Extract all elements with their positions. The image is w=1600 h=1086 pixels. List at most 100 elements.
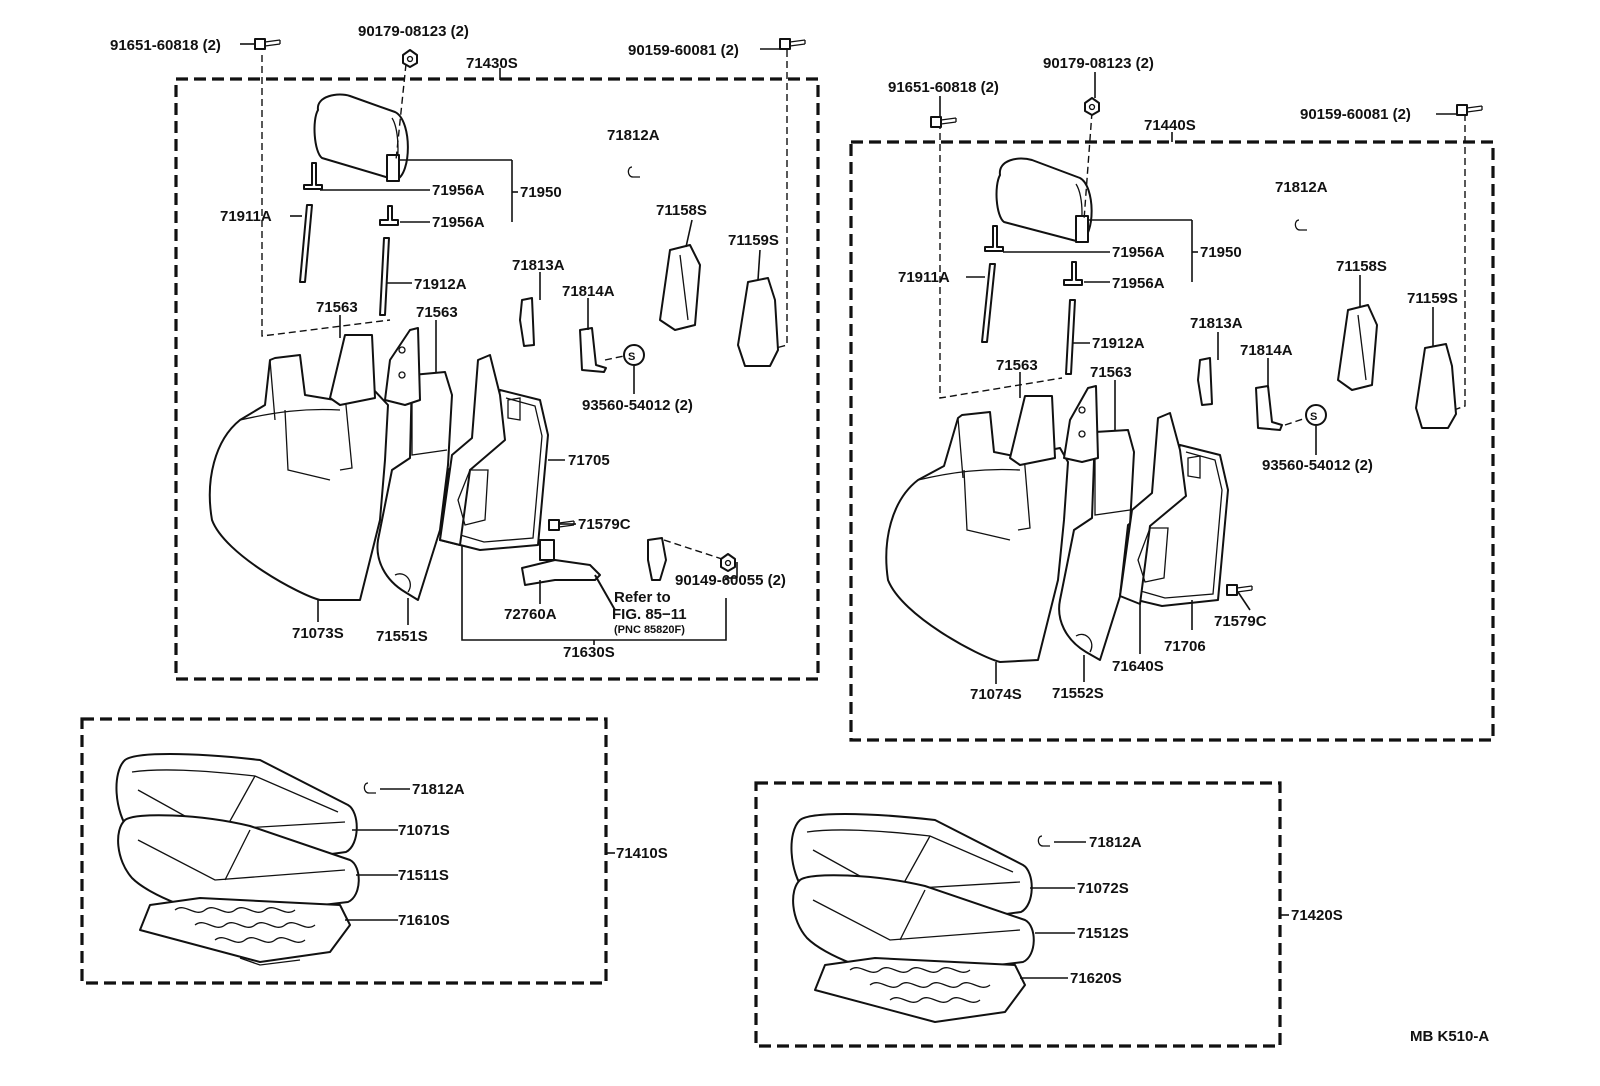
part-label: 71074S	[970, 686, 1022, 703]
part-label: 71813A	[1190, 315, 1243, 332]
part-label: 71158S	[656, 202, 707, 219]
part-label: 71956A	[432, 182, 485, 199]
part-label: 71812A	[412, 781, 465, 798]
part-label: Refer to	[614, 589, 671, 606]
part-label: 71420S	[1291, 907, 1343, 924]
bracket-part	[1255, 385, 1283, 431]
screw-marker-text: S	[1310, 411, 1317, 423]
assembly-frame	[174, 77, 820, 681]
part-label: 71912A	[414, 276, 467, 293]
part-label: 71579C	[578, 516, 631, 533]
part-label: 71812A	[607, 127, 660, 144]
cushion-pad-part	[117, 814, 360, 917]
part-label: 71630S	[563, 644, 615, 661]
headrest-support-part	[984, 225, 1004, 252]
part-label: 90159-60081 (2)	[1300, 106, 1411, 123]
part-label: 72760A	[504, 606, 557, 623]
part-label: 71706	[1164, 638, 1206, 655]
part-label: 71812A	[1089, 834, 1142, 851]
part-label: 71072S	[1077, 880, 1129, 897]
seatback-pad-part	[329, 334, 376, 406]
part-label: (PNC 85820F)	[614, 624, 685, 636]
part-label: 71956A	[432, 214, 485, 231]
part-label: 71430S	[466, 55, 518, 72]
part-label: 71511S	[398, 867, 449, 884]
headrest-part	[313, 63, 409, 182]
headrest-part	[995, 111, 1093, 243]
part-label: 71956A	[1112, 244, 1165, 261]
part-label: 71814A	[1240, 342, 1293, 359]
part-label: 91651-60818 (2)	[110, 37, 221, 54]
assembly-frame	[80, 717, 608, 985]
bolt-icon	[1456, 104, 1483, 116]
clip-icon	[1037, 835, 1051, 847]
part-label: 71552S	[1052, 685, 1104, 702]
bolt-icon	[779, 38, 806, 50]
part-label: 71071S	[398, 822, 450, 839]
headrest-support-part	[1063, 261, 1083, 286]
bolt-icon	[548, 519, 575, 531]
bolt-icon	[930, 116, 957, 128]
part-label: 71159S	[1407, 290, 1458, 307]
part-label: 71563	[1090, 364, 1132, 381]
assembly-71430S: S 91651-60818	[110, 23, 820, 681]
screw-marker-text: S	[628, 351, 635, 363]
headrest-rod-part	[379, 237, 390, 316]
part-label: 71911A	[898, 269, 950, 286]
part-label: 71440S	[1144, 117, 1196, 134]
part-label: FIG. 85−11	[612, 606, 687, 623]
clip-icon	[627, 166, 641, 178]
part-label: 90179-08123 (2)	[1043, 55, 1154, 72]
part-label: 71911A	[220, 208, 272, 225]
seatback-cover-part	[659, 244, 701, 331]
bolt-icon	[254, 38, 281, 50]
nut-icon	[720, 553, 736, 572]
part-label: 71158S	[1336, 258, 1387, 275]
seatback-pad-part	[1009, 395, 1056, 466]
bracket-part	[579, 327, 607, 373]
part-label: 71610S	[398, 912, 450, 929]
assembly-71440S: S 91651-60818 (2) 90179-08123	[849, 55, 1495, 742]
seatback-cover-part	[1415, 343, 1457, 429]
part-label: 71705	[568, 452, 610, 469]
seatback-pad-part	[1058, 385, 1135, 661]
diagram-code: MB K510-A	[1410, 1028, 1489, 1045]
cushion-frame-part	[139, 897, 351, 966]
part-label: 90179-08123 (2)	[358, 23, 469, 40]
part-label: 71563	[316, 299, 358, 316]
part-label: 71159S	[728, 232, 779, 249]
cushion-pad-part	[792, 874, 1035, 977]
recliner-part	[647, 537, 667, 581]
seatback-frame-part	[439, 354, 549, 551]
clip-icon	[363, 782, 377, 794]
part-label: 91651-60818 (2)	[888, 79, 999, 96]
headrest-support-part	[303, 162, 323, 190]
part-label: 71563	[416, 304, 458, 321]
cushion-frame-part	[814, 957, 1026, 1023]
nut-icon	[402, 49, 418, 68]
part-label: 71073S	[292, 625, 344, 642]
assembly-71420S: 71812A 71072S 71420S 71512S 71620S	[754, 781, 1343, 1048]
screw-marker	[1305, 404, 1327, 426]
headrest-rod-part	[981, 263, 996, 343]
bracket-part	[519, 297, 535, 347]
seatback-cover-part	[1337, 304, 1378, 391]
part-label: 71950	[520, 184, 562, 201]
part-label: 90159-60081 (2)	[628, 42, 739, 59]
headrest-support-part	[379, 205, 399, 226]
seatback-frame-part	[1119, 412, 1229, 607]
part-label: 71814A	[562, 283, 615, 300]
screw-marker	[623, 344, 645, 366]
seatback-pad-part	[376, 327, 453, 601]
nut-icon	[1084, 97, 1100, 116]
part-label: 71579C	[1214, 613, 1267, 630]
part-label: 71812A	[1275, 179, 1328, 196]
part-label: 71813A	[512, 257, 565, 274]
seatback-cover-part	[208, 354, 389, 601]
part-label: 71563	[996, 357, 1038, 374]
part-label: 93560-54012 (2)	[582, 397, 693, 414]
part-label: 71620S	[1070, 970, 1122, 987]
assembly-71410S: 71812A 71071S 71410S 71511S 71610S	[80, 717, 668, 985]
part-label: 71640S	[1112, 658, 1164, 675]
